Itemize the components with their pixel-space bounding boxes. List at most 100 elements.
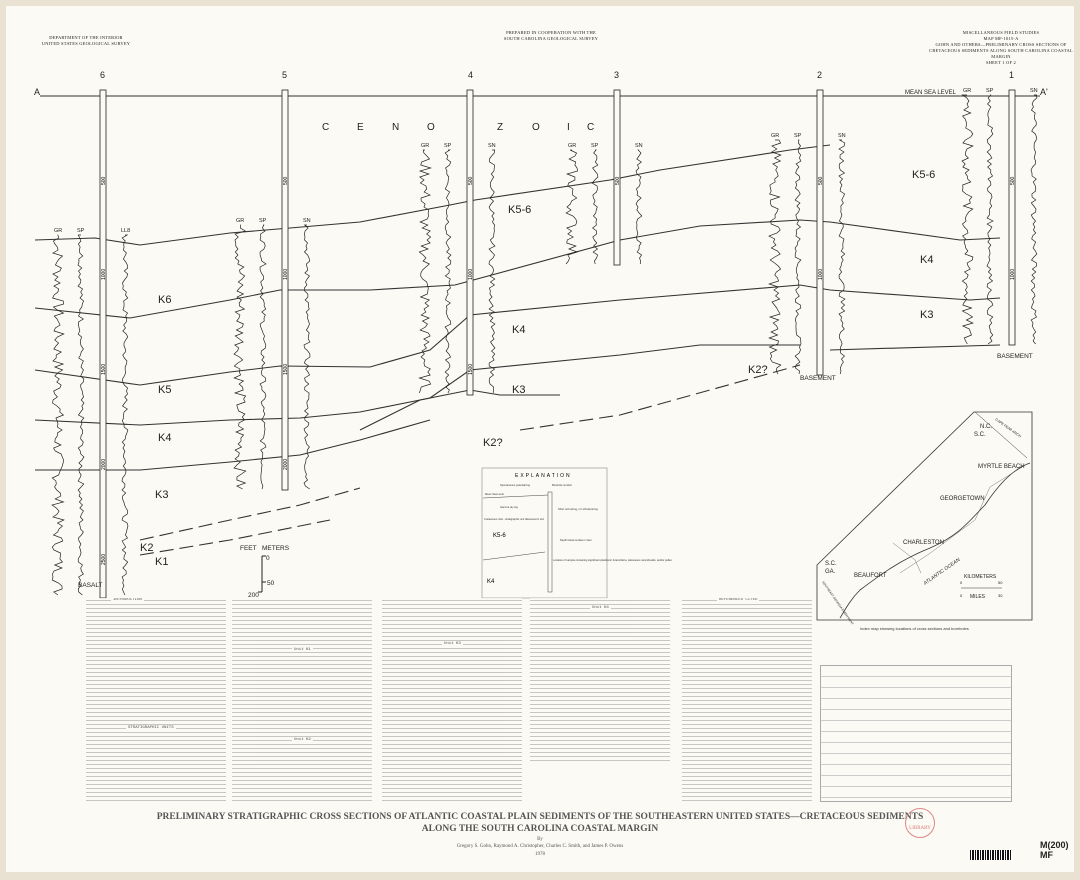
map-title: PRELIMINARY STRATIGRAPHIC CROSS SECTIONS… xyxy=(156,812,924,822)
gamma-ray-log xyxy=(418,149,432,394)
legend-sp: Spontaneous potential log xyxy=(500,483,531,487)
borehole-column xyxy=(816,89,824,376)
unit-k5: K5 xyxy=(158,384,171,396)
log-label-sp: SP xyxy=(794,133,802,139)
depth-label: 500 xyxy=(283,176,289,185)
legend-sn: Short normal log, or LL8 lateral log xyxy=(558,507,598,511)
sn-log xyxy=(1030,94,1038,345)
km-0: 0 xyxy=(960,580,963,585)
era-letter: I xyxy=(567,122,571,133)
well-number-4: 4 xyxy=(468,70,473,80)
depth-label: 1500 xyxy=(101,364,107,375)
sp-log xyxy=(77,234,85,596)
sp-log xyxy=(591,149,599,265)
horizon-basalt-dashed xyxy=(139,519,331,556)
legend-gr: Gamma ray log xyxy=(500,505,518,509)
scale-meters-50: 50 xyxy=(267,580,275,587)
coop-line2: SOUTH CAROLINA GEOLOGICAL SURVEY xyxy=(503,36,599,41)
unit-k1: K1 xyxy=(155,556,168,568)
log-label-sp: SP xyxy=(444,143,452,149)
log-label-sp: SP xyxy=(77,228,85,234)
legend-msl: Mean Sea Level xyxy=(485,492,504,496)
depth-label: 2500 xyxy=(101,554,107,565)
scale-feet-200: 200 xyxy=(248,592,259,599)
log-label-gr: GR xyxy=(421,143,429,149)
sn-log xyxy=(121,234,129,596)
depth-label: 500 xyxy=(101,176,107,185)
vertical-scale-bar xyxy=(258,555,266,593)
horizon-lines xyxy=(34,95,1040,556)
gamma-ray-log xyxy=(961,94,974,345)
year: 1978 xyxy=(535,852,545,857)
horizon-top-k56 xyxy=(34,144,831,246)
scale-meters-label: METERS xyxy=(262,545,290,552)
map-subtitle: ALONG THE SOUTH CAROLINA COASTAL MARGIN xyxy=(421,824,659,834)
label-myrtle: MYRTLE BEACH xyxy=(978,464,1025,470)
legend-depth: Depth below surface in feet xyxy=(560,538,592,542)
heading-references: REFERENCES CITED xyxy=(717,598,760,602)
unit-labels: K6 K5 K4 K3 K2 K1 K5-6 K4 K3 K2? K2? K5-… xyxy=(140,169,935,568)
gamma-ray-log xyxy=(233,224,247,490)
sp-log xyxy=(794,139,802,375)
horizon-k2b xyxy=(359,389,560,431)
heading-unit-k2: Unit K2 xyxy=(292,738,313,742)
boreholes: 5001000150020002500500100015002000500100… xyxy=(99,89,1016,599)
basalt-label: BASALT xyxy=(78,582,102,589)
header-center: PREPARED IN COOPERATION WITH THE SOUTH C… xyxy=(486,30,616,42)
km-50: 50 xyxy=(998,580,1003,585)
coastline xyxy=(839,462,1031,619)
map-number: MAP MF-1015-A xyxy=(983,36,1019,41)
log-label-gr: GR xyxy=(54,228,62,234)
scale-feet-label: FEET xyxy=(240,545,257,552)
sheet-number: SHEET 1 OF 2 xyxy=(986,60,1016,65)
depth-label: 1000 xyxy=(283,269,289,280)
depth-label: 1500 xyxy=(283,364,289,375)
log-label-gr: GR xyxy=(568,143,576,149)
unit-k6: K6 xyxy=(158,294,171,306)
borehole-column xyxy=(99,89,107,599)
unit-k2q-east: K2? xyxy=(748,364,768,376)
short-title: GOHN AND OTHERS—PRELIMINARY CROSS SECTIO… xyxy=(935,42,1067,47)
depth-label: 500 xyxy=(615,176,621,185)
horizon-k3 xyxy=(34,344,800,426)
sn-log xyxy=(838,139,846,375)
index-map: N.C. S.C. CAPE FEAR ARCH MYRTLE BEACH GE… xyxy=(816,411,1033,631)
call-number: M(200) xyxy=(1040,840,1069,850)
cenozoic-label: C E N O Z O I C xyxy=(322,122,595,133)
well-number-1: 1 xyxy=(1009,70,1014,80)
text-column-3: Unit K3 xyxy=(382,598,522,803)
heading-unit-k4: Unit K4 xyxy=(590,606,611,610)
era-letter: C xyxy=(322,122,330,133)
label-sc-south: S.C. xyxy=(825,561,837,567)
label-charleston: CHARLESTON xyxy=(903,540,944,546)
depth-label: 1000 xyxy=(101,269,107,280)
library-stamp: LIBRARY xyxy=(905,808,935,838)
label-beaufort: BEAUFORT xyxy=(854,573,887,579)
label-georgetown: GEORGETOWN xyxy=(940,496,985,502)
sp-log xyxy=(444,149,452,394)
unit-k4: K4 xyxy=(158,432,171,444)
header-left: DEPARTMENT OF THE INTERIOR UNITED STATES… xyxy=(26,35,146,47)
era-letter: C xyxy=(587,122,595,133)
sp-log xyxy=(986,94,994,345)
mi-0: 0 xyxy=(960,593,963,598)
unit-k3: K3 xyxy=(155,489,168,501)
depth-label: 1000 xyxy=(468,269,474,280)
log-label-sn: SN xyxy=(635,143,643,149)
borehole-table xyxy=(820,665,1012,802)
agency-survey: UNITED STATES GEOLOGICAL SURVEY xyxy=(41,41,131,46)
basement-label-1: BASEMENT xyxy=(997,353,1033,360)
era-letter: N xyxy=(392,122,400,133)
gamma-ray-log xyxy=(51,234,65,596)
horizon-k2-dashed xyxy=(519,364,801,431)
horizon-basement-east xyxy=(829,344,1001,351)
borehole-column xyxy=(613,89,621,266)
horizon-k1-dashed xyxy=(139,487,361,541)
heading-strat-units: STRATIGRAPHIC UNITS xyxy=(126,726,176,730)
call-mf: MF xyxy=(1040,850,1053,860)
depth-label: 1000 xyxy=(1010,269,1016,280)
legend-borehole: Borehole number xyxy=(552,483,572,487)
unit-k2q-mid: K2? xyxy=(483,437,503,449)
